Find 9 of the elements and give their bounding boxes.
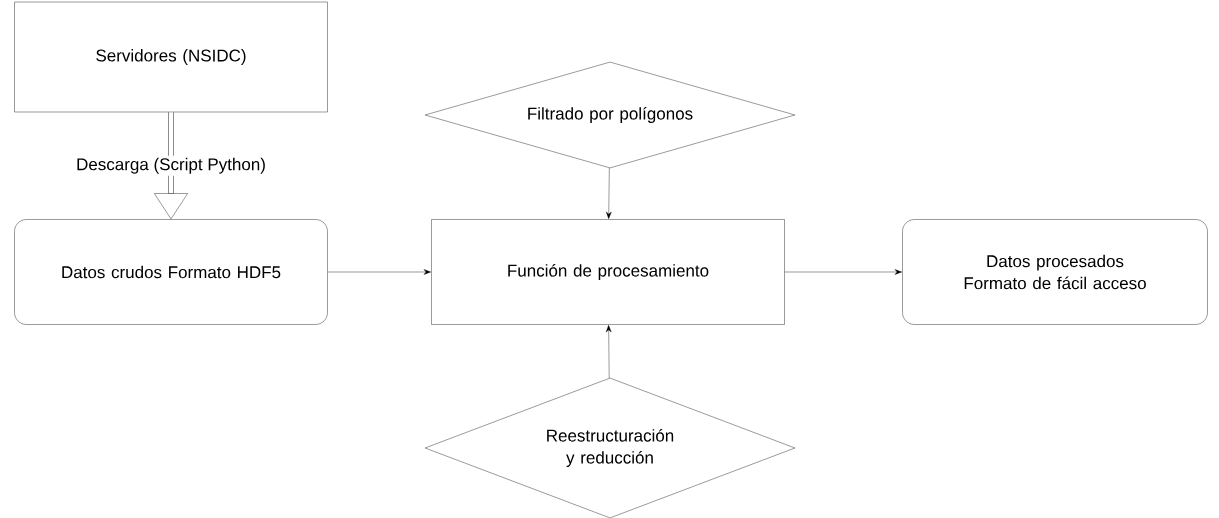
arrow — [606, 167, 612, 219]
process-box: Servidores (NSIDC) — [14, 1, 328, 113]
process-box: Función de procesamiento — [431, 219, 785, 325]
edge-label: Descarga (Script Python) — [74, 155, 268, 176]
arrow — [327, 269, 431, 275]
rounded-box: Datos crudos Formato HDF5 — [14, 219, 328, 325]
arrow — [605, 325, 612, 379]
rounded-box: Datos procesados Formato de fácil acceso — [902, 219, 1208, 325]
arrow — [784, 269, 902, 275]
